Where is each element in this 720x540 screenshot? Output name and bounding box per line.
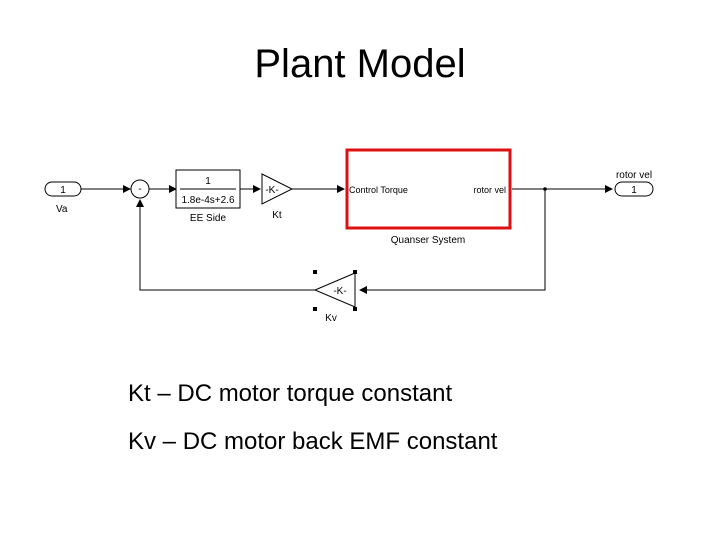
subsystem-input-port: Control Torque — [349, 185, 408, 195]
subsystem-output-port: rotor vel — [473, 185, 506, 195]
gain-kt-label: Kt — [272, 210, 282, 221]
wire-kv-to-sum — [136, 199, 315, 291]
sum-sign: - — [138, 184, 141, 195]
wire-feedback-to-kv — [359, 189, 546, 294]
inport-label: Va — [56, 204, 68, 215]
gain-kv-label: Kv — [325, 313, 337, 324]
kv-selection-handle — [313, 270, 317, 274]
gain-kv-value: -K- — [333, 286, 346, 297]
outport-rotor-vel[interactable]: 1 — [614, 181, 654, 197]
sum-block[interactable]: - — [130, 179, 150, 199]
gain-kt-block[interactable]: -K- — [261, 173, 294, 205]
gain-kv-block[interactable]: -K- — [313, 272, 356, 308]
outport-number: 1 — [631, 185, 637, 196]
kv-selection-handle — [353, 307, 357, 311]
transfer-fcn-block[interactable]: 1 1.8e-4s+2.6 — [175, 169, 241, 209]
tf-denominator: 1.8e-4s+2.6 — [181, 195, 235, 206]
slide-title: Plant Model — [254, 42, 466, 86]
tf-numerator: 1 — [205, 176, 211, 187]
inport-va[interactable]: 1 — [44, 181, 82, 197]
outport-label: rotor vel — [616, 170, 652, 181]
subsystem-label: Quanser System — [391, 235, 465, 246]
tf-label: EE Side — [190, 213, 227, 224]
bullet-kt-definition: Kt – DC motor torque constant — [128, 380, 453, 407]
block-diagram: 1 Va - 1 1.8e-4s+2.6 EE Side -K- Kt Cont… — [44, 148, 654, 324]
gain-kt-value: -K- — [265, 185, 278, 196]
inport-number: 1 — [60, 185, 66, 196]
kv-selection-handle — [353, 270, 357, 274]
quanser-subsystem-block[interactable]: Control Torque rotor vel — [345, 148, 512, 230]
bullet-kv-definition: Kv – DC motor back EMF constant — [128, 428, 498, 455]
kv-selection-handle — [313, 307, 317, 311]
